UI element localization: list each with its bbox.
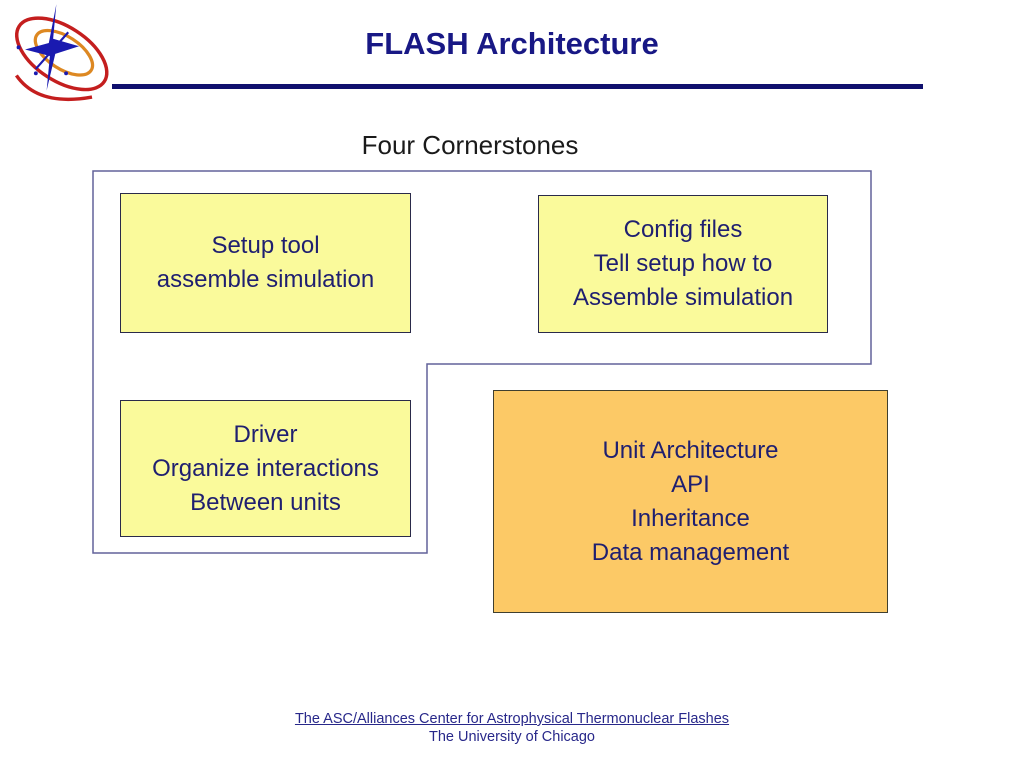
box-driver: Driver Organize interactions Between uni…	[120, 400, 411, 537]
footer-link[interactable]: The ASC/Alliances Center for Astrophysic…	[294, 711, 730, 727]
box-unit-architecture: Unit Architecture API Inheritance Data m…	[493, 390, 888, 613]
box-text-line: assemble simulation	[156, 266, 375, 293]
box-text-line: Between units	[190, 488, 341, 516]
box-text-line: Organize interactions	[152, 454, 379, 482]
box-text-line: Assemble simulation	[572, 284, 794, 311]
box-text-line: Inheritance	[631, 504, 750, 532]
box-text-line: Unit Architecture	[602, 436, 779, 464]
box-text-line: API	[671, 470, 710, 498]
box-config-files: Config files Tell setup how to Assemble …	[538, 195, 828, 333]
section-heading: Four Cornerstones	[361, 130, 579, 160]
title-divider	[112, 84, 923, 89]
box-text-line: Data management	[591, 538, 790, 566]
box-text-line: Tell setup how to	[593, 250, 773, 277]
slide-title: FLASH Architecture	[365, 26, 659, 61]
footer-org: The University of Chicago	[428, 729, 595, 745]
box-setup-tool: Setup tool assemble simulation	[120, 193, 411, 333]
box-text-line: Config files	[623, 216, 743, 243]
slide-footer: The ASC/Alliances Center for Astrophysic…	[0, 710, 1024, 746]
flash-logo-icon	[14, 4, 109, 102]
box-text-line: Setup tool	[211, 232, 320, 259]
box-text-line: Driver	[233, 420, 298, 448]
